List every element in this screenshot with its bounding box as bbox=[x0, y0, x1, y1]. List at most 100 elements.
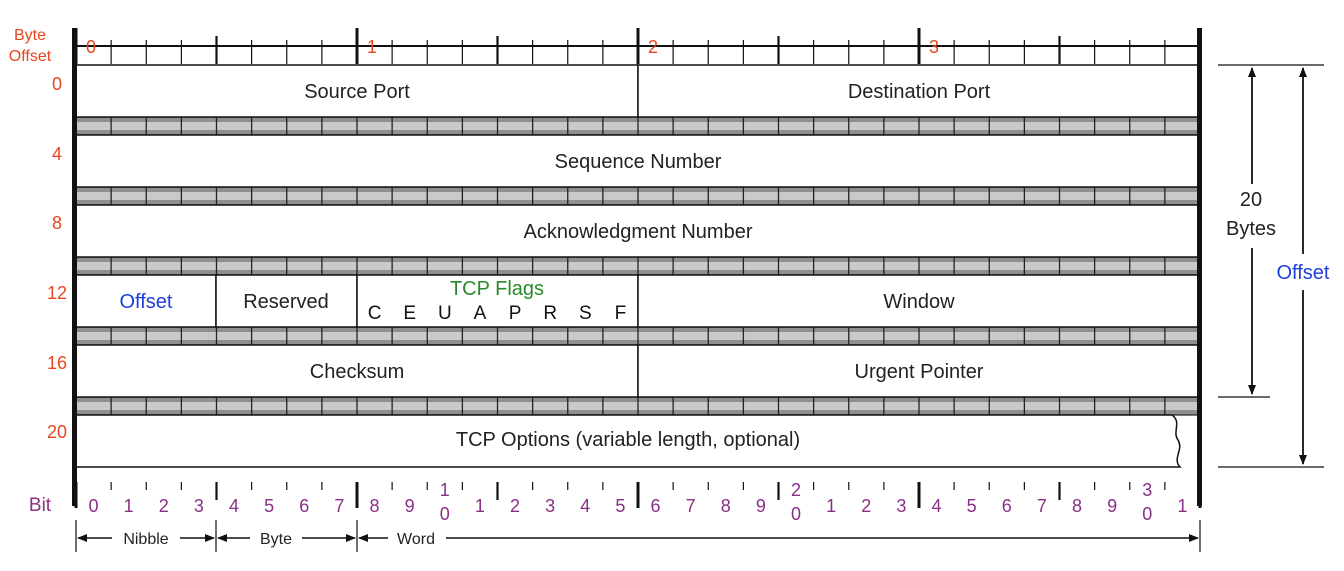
bit-number: 5 bbox=[967, 496, 977, 516]
bit-number: 0 bbox=[1142, 504, 1152, 524]
field-acknowledgment-number bbox=[75, 204, 1201, 258]
bit-number: 7 bbox=[1037, 496, 1047, 516]
row-sequence-number: Sequence Number bbox=[75, 134, 1201, 188]
byte-ruler: Byte Offset 0 1 2 3 bbox=[9, 27, 1202, 65]
byte-offset-label: Offset bbox=[9, 48, 52, 65]
tcp-flag-letter: S bbox=[579, 303, 592, 324]
bit-number: 3 bbox=[1142, 480, 1152, 500]
bit-number: 0 bbox=[89, 496, 99, 516]
byte-number-1: 1 bbox=[367, 37, 377, 57]
row-dividers bbox=[75, 116, 1201, 416]
bit-number: 2 bbox=[510, 496, 520, 516]
byte-number-0: 0 bbox=[86, 37, 96, 57]
checksum-label: Checksum bbox=[310, 361, 404, 383]
sequence-number-label: Sequence Number bbox=[555, 151, 722, 173]
bit-number: 0 bbox=[791, 504, 801, 524]
row-checksum-urgent: Checksum Urgent Pointer bbox=[75, 344, 1201, 398]
byte-label: Byte bbox=[260, 531, 292, 548]
bit-number: 1 bbox=[475, 496, 485, 516]
bit-number: 1 bbox=[1177, 496, 1187, 516]
bit-number: 9 bbox=[1107, 496, 1117, 516]
bit-number: 5 bbox=[264, 496, 274, 516]
bit-number: 7 bbox=[686, 496, 696, 516]
row-offsets: 0 4 8 12 16 20 bbox=[47, 74, 67, 442]
tcp-flag-letter: P bbox=[509, 303, 522, 324]
bit-number: 0 bbox=[440, 504, 450, 524]
tcp-flag-letter: E bbox=[403, 303, 416, 324]
bit-number: 4 bbox=[932, 496, 942, 516]
row-offset-0: 0 bbox=[52, 74, 62, 94]
bit-number: 6 bbox=[651, 496, 661, 516]
tcp-flag-letter: U bbox=[438, 303, 452, 324]
bit-number: 3 bbox=[194, 496, 204, 516]
bit-number: 9 bbox=[756, 496, 766, 516]
field-checksum bbox=[75, 344, 639, 398]
tcp-flag-letter: R bbox=[543, 303, 557, 324]
destination-port-label: Destination Port bbox=[848, 81, 991, 103]
field-tcp-flags bbox=[356, 274, 639, 328]
tcp-flag-letter: C bbox=[368, 303, 382, 324]
bit-axis-label: Bit bbox=[29, 495, 52, 516]
field-reserved bbox=[215, 274, 358, 328]
bit-number: 1 bbox=[440, 480, 450, 500]
field-tcp-options bbox=[75, 414, 1182, 468]
row-tcp-options: TCP Options (variable length, optional) bbox=[75, 414, 1182, 468]
bit-number: 8 bbox=[1072, 496, 1082, 516]
header-size-unit: Bytes bbox=[1226, 218, 1276, 240]
bit-number: 3 bbox=[545, 496, 555, 516]
nibble-label: Nibble bbox=[123, 531, 168, 548]
offset-extent-label: Offset bbox=[1277, 262, 1330, 284]
size-legend: Nibble Byte Word bbox=[75, 520, 1201, 552]
tcp-flag-letter: A bbox=[474, 303, 487, 324]
bit-number: 4 bbox=[580, 496, 590, 516]
right-boundary-bar bbox=[1197, 28, 1202, 506]
bit-number: 9 bbox=[405, 496, 415, 516]
field-offset bbox=[75, 274, 217, 328]
bit-number: 8 bbox=[721, 496, 731, 516]
header-size-number: 20 bbox=[1240, 189, 1262, 211]
field-window bbox=[637, 274, 1201, 328]
word-label: Word bbox=[397, 531, 435, 548]
tcp-flag-letter: F bbox=[615, 303, 627, 324]
field-source-port bbox=[75, 64, 639, 118]
byte-number-2: 2 bbox=[648, 37, 658, 57]
byte-number-3: 3 bbox=[929, 37, 939, 57]
bit-number: 4 bbox=[229, 496, 239, 516]
size-annotations: 20 Bytes Offset bbox=[1218, 64, 1330, 468]
urgent-pointer-label: Urgent Pointer bbox=[855, 361, 984, 383]
row-offset-12: 12 bbox=[47, 283, 67, 303]
window-label: Window bbox=[883, 291, 955, 313]
source-port-label: Source Port bbox=[304, 81, 410, 103]
row-offset-4: 4 bbox=[52, 144, 62, 164]
bit-number: 6 bbox=[1002, 496, 1012, 516]
row-offset-16: 16 bbox=[47, 353, 67, 373]
bit-number: 2 bbox=[791, 480, 801, 500]
row-acknowledgment-number: Acknowledgment Number bbox=[75, 204, 1201, 258]
field-urgent-pointer bbox=[637, 344, 1201, 398]
byte-offset-label: Byte bbox=[14, 27, 46, 44]
bit-number: 7 bbox=[334, 496, 344, 516]
bit-number: 2 bbox=[159, 496, 169, 516]
field-sequence-number bbox=[75, 134, 1201, 188]
acknowledgment-number-label: Acknowledgment Number bbox=[524, 221, 753, 243]
row-offset-8: 8 bbox=[52, 213, 62, 233]
left-boundary-bar bbox=[72, 28, 77, 506]
reserved-label: Reserved bbox=[243, 291, 329, 313]
bit-number: 5 bbox=[615, 496, 625, 516]
bit-number: 1 bbox=[826, 496, 836, 516]
row-offset-20: 20 bbox=[47, 422, 67, 442]
bit-number: 1 bbox=[124, 496, 134, 516]
bit-number: 8 bbox=[370, 496, 380, 516]
tcp-flags-title: TCP Flags bbox=[450, 278, 544, 300]
bit-number: 3 bbox=[896, 496, 906, 516]
bit-number: 2 bbox=[861, 496, 871, 516]
offset-field-label: Offset bbox=[120, 291, 173, 313]
bit-number: 6 bbox=[299, 496, 309, 516]
row-ports: Source Port Destination Port bbox=[75, 64, 1201, 118]
tcp-options-label: TCP Options (variable length, optional) bbox=[456, 429, 800, 451]
